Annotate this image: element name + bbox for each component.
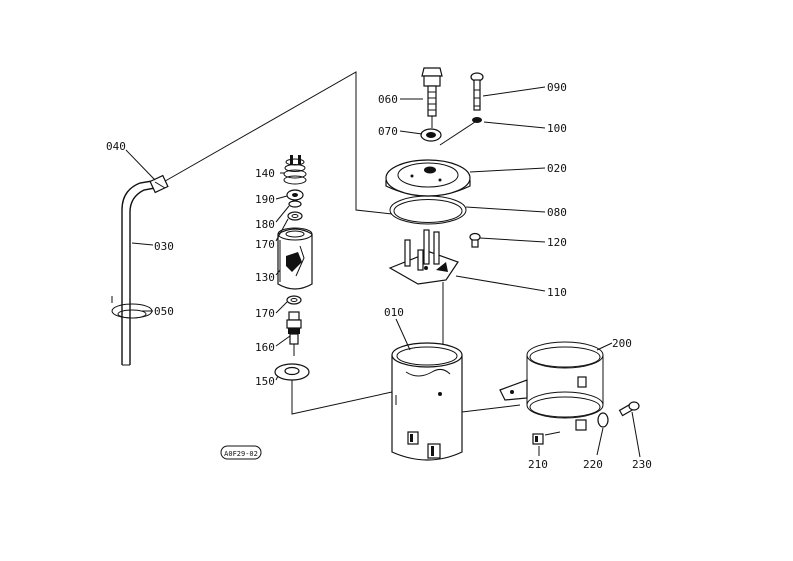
seal-170-top (287, 211, 303, 221)
canister-010 (391, 342, 463, 461)
label-180: 180 (255, 218, 275, 231)
bolt-230 (618, 401, 640, 417)
oring-080 (389, 195, 467, 225)
assembly-lines (159, 71, 521, 415)
head-cover-020 (385, 159, 471, 197)
label-200: 200 (612, 337, 632, 350)
label-040: 040 (106, 140, 126, 153)
washer-100 (472, 117, 482, 123)
band-200 (499, 341, 604, 436)
pipe-assembly (111, 174, 169, 366)
label-090: 090 (547, 81, 567, 94)
washer-070 (420, 128, 442, 142)
nut-210 (532, 433, 544, 445)
packing-150 (274, 363, 310, 381)
label-170-top: 170 (255, 238, 275, 251)
figure-code-text: A0F29-02 (224, 450, 258, 458)
label-170-bottom: 170 (255, 307, 275, 320)
leader-lines (125, 86, 641, 458)
bracket-110 (388, 229, 459, 285)
part-labels: 040 030 050 140 190 180 170 130 170 160 … (106, 81, 652, 471)
label-120: 120 (547, 236, 567, 249)
washer-220 (597, 412, 609, 428)
label-230: 230 (632, 458, 652, 471)
valve-160 (286, 311, 302, 356)
label-210: 210 (528, 458, 548, 471)
bolt-120 (469, 232, 481, 248)
label-010: 010 (384, 306, 404, 319)
seal-170-bottom (286, 295, 302, 305)
label-060: 060 (378, 93, 398, 106)
head-assembly (385, 67, 484, 285)
washer-190 (286, 189, 304, 201)
label-020: 020 (547, 162, 567, 175)
label-080: 080 (547, 206, 567, 219)
bolt-090 (470, 72, 484, 111)
label-050: 050 (154, 305, 174, 318)
pipe-clip-050 (111, 296, 153, 319)
filter-element-130 (277, 227, 313, 290)
label-100: 100 (547, 122, 567, 135)
label-160: 160 (255, 341, 275, 354)
label-140: 140 (255, 167, 275, 180)
label-190: 190 (255, 193, 275, 206)
spring-140 (283, 155, 307, 185)
label-220: 220 (583, 458, 603, 471)
filter-stack (274, 155, 313, 381)
label-070: 070 (378, 125, 398, 138)
washer-180 (288, 200, 302, 208)
label-110: 110 (547, 286, 567, 299)
label-130: 130 (255, 271, 275, 284)
label-030: 030 (154, 240, 174, 253)
bolt-060 (421, 67, 443, 117)
label-150: 150 (255, 375, 275, 388)
figure-code-stamp: A0F29-02 (220, 445, 262, 460)
